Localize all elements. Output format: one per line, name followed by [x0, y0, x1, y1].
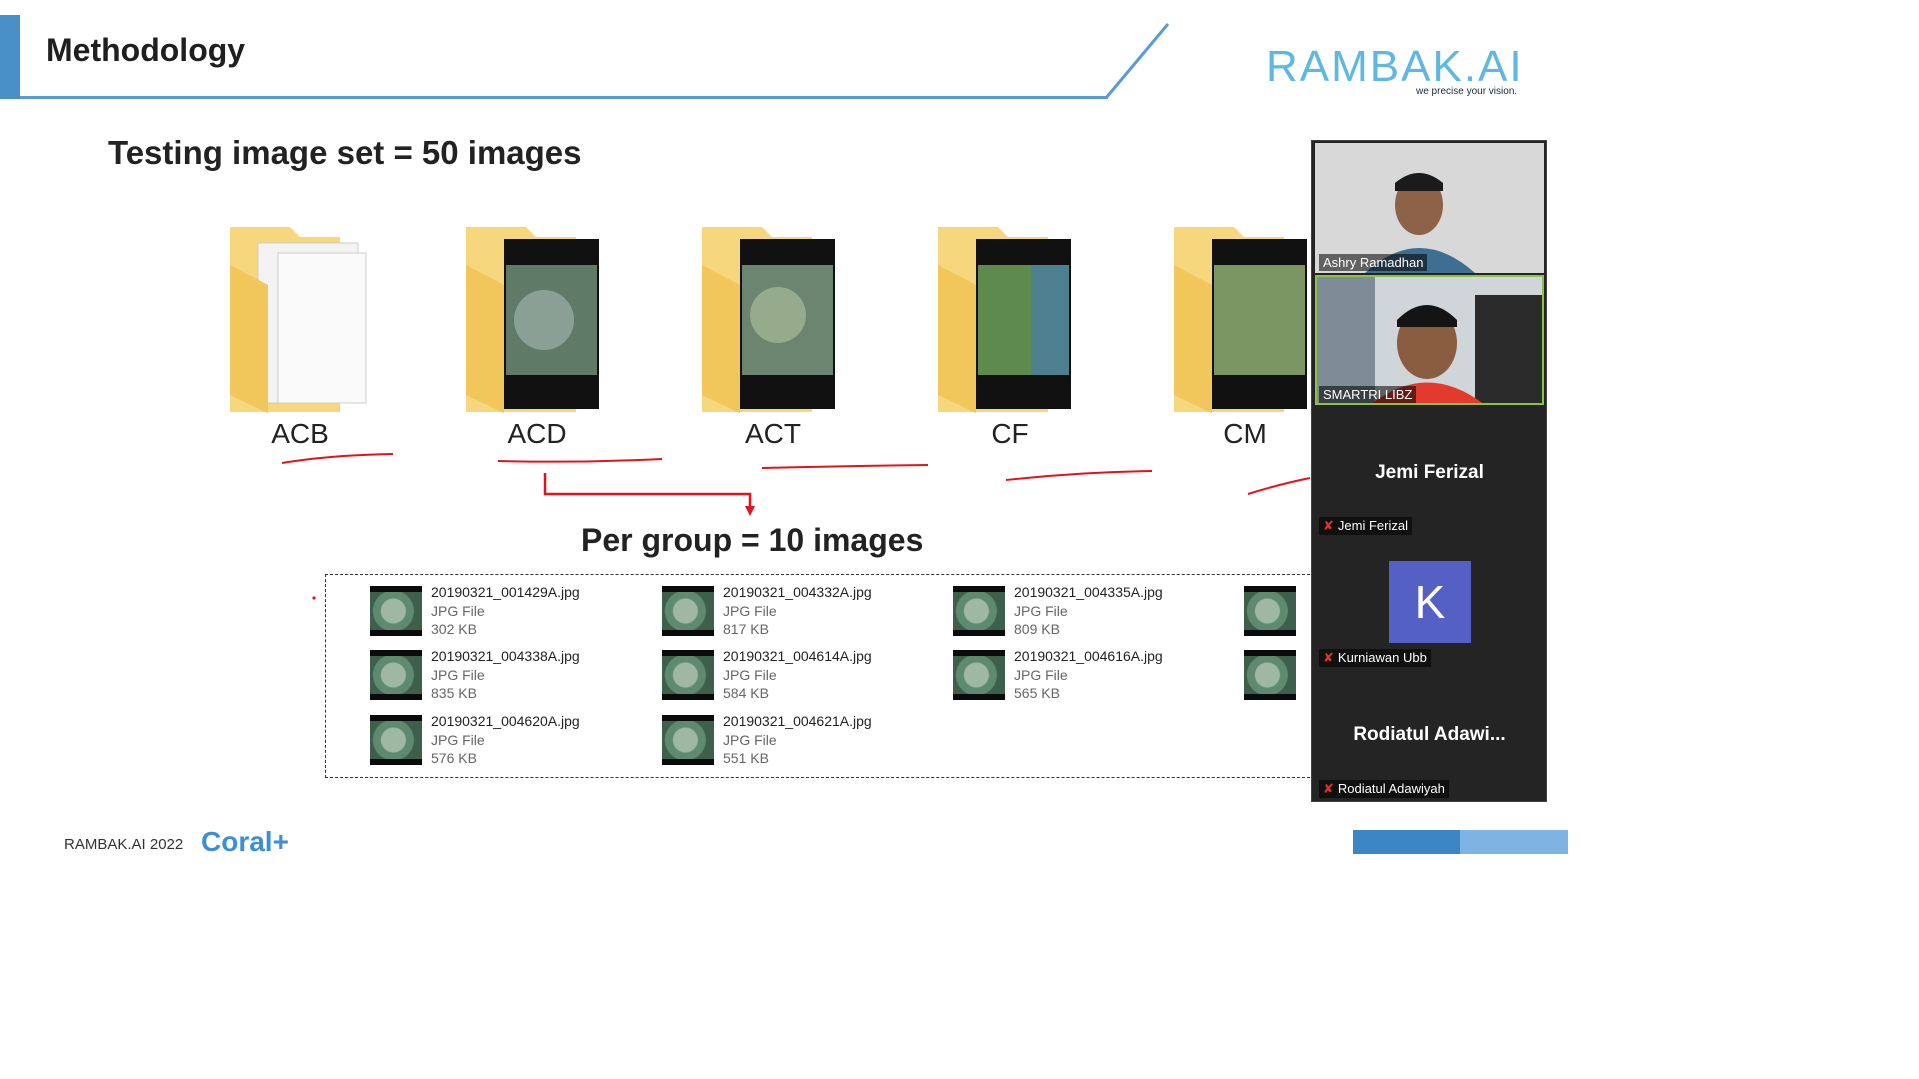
participant-video-tile[interactable]: Ashry Ramadhan	[1315, 143, 1544, 273]
muted-mic-icon: ✘	[1323, 518, 1334, 533]
file-type: JPG File	[431, 667, 485, 683]
avatar: K	[1389, 561, 1471, 643]
list-item[interactable]: 20190321_001429A.jpg JPG File 302 KB	[370, 584, 630, 642]
image-thumbnail	[662, 715, 714, 765]
footer-text: RAMBAK.AI 2022	[64, 836, 184, 853]
folder-icon	[936, 225, 1086, 415]
file-size: 551 KB	[723, 750, 769, 766]
list-item[interactable]: 20190321_004614A.jpg JPG File 584 KB	[662, 648, 922, 706]
participant-name-tag: ✘Kurniawan Ubb	[1319, 649, 1431, 667]
header-underline	[20, 96, 1108, 99]
footer-brand-logo: Coral+	[201, 826, 289, 857]
folder-label-acd: ACD	[507, 418, 567, 449]
file-type: JPG File	[431, 732, 485, 748]
participant-tile[interactable]: Rodiatul Adawi... ✘Rodiatul Adawiyah	[1315, 670, 1544, 800]
list-item[interactable]: 20190321_004620A.jpg JPG File 576 KB	[370, 713, 630, 771]
image-thumbnail	[953, 650, 1005, 700]
file-name: 20190321_004332A.jpg	[723, 584, 872, 600]
participant-name: SMARTRI LIBZ	[1319, 386, 1417, 403]
file-name: 20190321_001429A.jpg	[431, 584, 580, 600]
file-name: 20190321_004620A.jpg	[431, 713, 580, 729]
slide: Methodology RAMBAK.AI we precise your vi…	[0, 15, 1568, 857]
image-thumbnail	[662, 586, 714, 636]
file-type: JPG File	[723, 603, 777, 619]
participants-panel: Ashry Ramadhan SMARTRI LIBZ Jemi Ferizal…	[1311, 140, 1547, 802]
list-item[interactable]: 20190321_004338A.jpg JPG File 835 KB	[370, 648, 630, 706]
file-size: 835 KB	[431, 685, 477, 701]
participant-tile[interactable]: Jemi Ferizal ✘Jemi Ferizal	[1315, 407, 1544, 537]
participant-tile[interactable]: K ✘Kurniawan Ubb	[1315, 539, 1544, 669]
logo-tagline: we precise your vision.	[1416, 86, 1518, 97]
file-type: JPG File	[723, 667, 777, 683]
muted-mic-icon: ✘	[1323, 781, 1334, 796]
testing-set-title: Testing image set = 50 images	[108, 134, 582, 171]
image-thumbnail	[953, 586, 1005, 636]
file-name: 20190321_004616A.jpg	[1014, 648, 1163, 664]
rambak-logo: RAMBAK.AI	[1266, 42, 1524, 91]
list-item-partial[interactable]	[1244, 584, 1314, 642]
per-group-title: Per group = 10 images	[581, 522, 924, 558]
participant-name: Ashry Ramadhan	[1319, 254, 1428, 271]
image-thumbnail	[370, 586, 422, 636]
file-size: 809 KB	[1014, 621, 1060, 637]
file-size: 576 KB	[431, 750, 477, 766]
list-item[interactable]: 20190321_004616A.jpg JPG File 565 KB	[953, 648, 1213, 706]
folder-icon	[464, 225, 614, 415]
list-item[interactable]: 20190321_004335A.jpg JPG File 809 KB	[953, 584, 1213, 642]
file-name: 20190321_004338A.jpg	[431, 648, 580, 664]
folder-label-cm: CM	[1223, 418, 1267, 449]
image-thumbnail	[662, 650, 714, 700]
file-name: 20190321_004335A.jpg	[1014, 584, 1163, 600]
file-type: JPG File	[723, 732, 777, 748]
file-name: 20190321_004614A.jpg	[723, 648, 872, 664]
file-size: 302 KB	[431, 621, 477, 637]
participant-video-tile-active[interactable]: SMARTRI LIBZ	[1315, 275, 1544, 405]
list-item[interactable]: 20190321_004621A.jpg JPG File 551 KB	[662, 713, 922, 771]
file-size: 817 KB	[723, 621, 769, 637]
red-annotations	[281, 453, 1311, 600]
file-size: 565 KB	[1014, 685, 1060, 701]
folder-label-act: ACT	[745, 418, 801, 449]
file-type: JPG File	[431, 603, 485, 619]
file-type: JPG File	[1014, 603, 1068, 619]
folder-icon	[1172, 225, 1322, 415]
list-item[interactable]: 20190321_004332A.jpg JPG File 817 KB	[662, 584, 922, 642]
file-list: 20190321_001429A.jpg JPG File 302 KB 201…	[325, 574, 1325, 778]
folder-icon	[228, 225, 378, 415]
footer-bar	[1460, 830, 1568, 854]
file-type: JPG File	[1014, 667, 1068, 683]
muted-mic-icon: ✘	[1323, 650, 1334, 665]
participant-name-tag: ✘Rodiatul Adawiyah	[1319, 780, 1449, 798]
participant-display-name: Rodiatul Adawi...	[1353, 724, 1506, 745]
participant-name-tag: ✘Jemi Ferizal	[1319, 517, 1412, 535]
image-thumbnail	[1244, 650, 1296, 700]
folder-icon	[700, 225, 850, 415]
image-thumbnail	[1244, 586, 1296, 636]
folder-label-acb: ACB	[271, 418, 329, 449]
header-slash	[1104, 23, 1170, 99]
slide-title: Methodology	[46, 32, 246, 68]
file-name: 20190321_004621A.jpg	[723, 713, 872, 729]
participant-display-name: Jemi Ferizal	[1375, 462, 1484, 483]
image-thumbnail	[370, 715, 422, 765]
list-item-partial[interactable]	[1244, 648, 1314, 706]
participant-video	[1315, 275, 1544, 405]
image-thumbnail	[370, 650, 422, 700]
footer-bar	[1353, 830, 1460, 854]
file-size: 584 KB	[723, 685, 769, 701]
folder-label-cf: CF	[991, 418, 1029, 449]
header-accent-bar	[0, 15, 20, 99]
